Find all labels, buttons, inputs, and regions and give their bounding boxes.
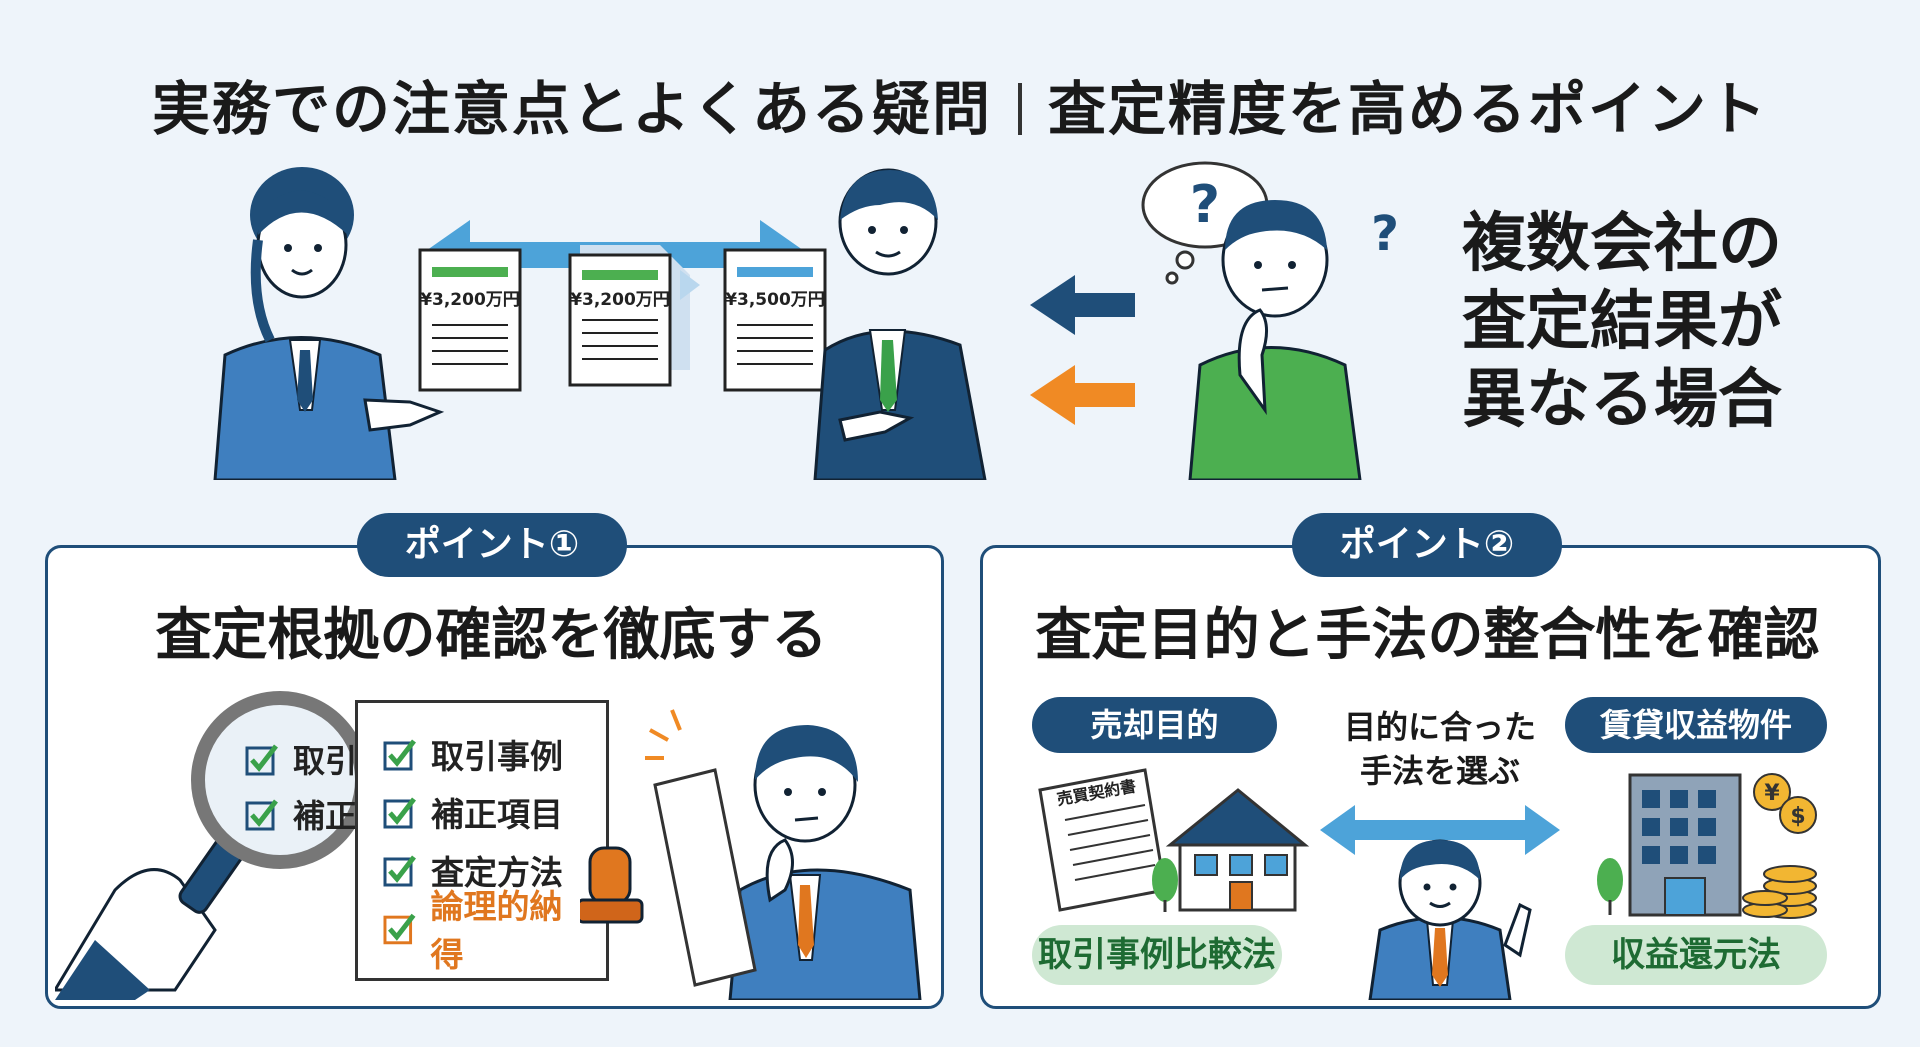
title-right: 査定精度を高めるポイント	[1048, 75, 1769, 143]
checkbox-checked-icon	[245, 799, 278, 831]
arrow-left-orange-icon	[1030, 365, 1135, 425]
scenario-line: 複数会社の	[1462, 207, 1782, 281]
magnifier-illustration	[55, 691, 369, 1000]
point2-pill: ポイント②	[1292, 513, 1562, 577]
arrow-left-navy-icon	[1030, 275, 1135, 335]
checklist-item: 補正項目	[383, 788, 563, 836]
doc2-value: ¥3,200万円	[570, 290, 670, 310]
reviewing-agent-illustration	[580, 709, 922, 1000]
contract-document-icon: 売買契約書	[1038, 768, 1167, 912]
scenario-line: 査定結果が	[1462, 285, 1782, 359]
title-divider	[1018, 83, 1022, 135]
comparison-method-tag: 取引事例比較法	[1032, 925, 1282, 985]
male-agent-illustration	[813, 168, 987, 480]
apartment-building-icon	[1597, 773, 1742, 917]
guide-illustration	[1320, 805, 1560, 1000]
checkbox-checked-icon	[383, 913, 416, 945]
question-mark-icon: ?	[1190, 175, 1220, 235]
female-agent-illustration	[213, 167, 445, 480]
checkbox-checked-icon	[383, 739, 416, 771]
customer-illustration	[1188, 200, 1362, 480]
point1-pill: ポイント①	[357, 513, 627, 577]
stamp-icon	[580, 846, 644, 924]
scenario-caption: 複数会社の 査定結果が 異なる場合	[1462, 205, 1882, 439]
dollar-coin-icon: $	[1790, 804, 1805, 829]
double-arrow-icon	[1320, 805, 1560, 855]
checklist-item-highlight: 論理的納得	[383, 887, 593, 974]
checkbox-checked-icon	[383, 797, 416, 829]
magnified-item: 補正	[245, 790, 357, 838]
point2-heading: 査定目的と手法の整合性を確認	[1035, 603, 1820, 668]
estimate-document-3: ¥3,500万円	[723, 248, 827, 392]
yen-coin-icon: ¥	[1764, 781, 1780, 806]
sale-illustration: 売買契約書	[1038, 768, 1310, 912]
question-mark-icon: ?	[1371, 206, 1399, 262]
hero-illustration: ¥3,200万円 ¥3,200万円 ¥3,500万円	[213, 161, 1399, 480]
method-selection-note: 目的に合った 手法を選ぶ	[1343, 708, 1536, 790]
attention-spark-icon	[645, 709, 682, 760]
checkbox-checked-icon	[383, 855, 416, 887]
magnified-list: 取引 補正	[245, 735, 365, 845]
estimate-document-2: ¥3,200万円	[568, 245, 700, 387]
house-icon	[1152, 788, 1310, 912]
checklist-item: 査定方法	[383, 846, 563, 894]
sale-purpose-tag: 売却目的	[1032, 697, 1277, 753]
checklist: 取引事例 補正項目 査定方法 論理的納得	[383, 730, 593, 974]
scenario-line: 異なる場合	[1462, 363, 1782, 437]
estimate-document-1: ¥3,200万円	[418, 248, 522, 392]
magnified-item: 取引	[245, 735, 357, 783]
coin-stack-icon: ¥ $	[1742, 773, 1817, 919]
point1-heading: 査定根拠の確認を徹底する	[155, 603, 828, 668]
rental-property-tag: 賃貸収益物件	[1565, 697, 1827, 753]
doc3-value: ¥3,500万円	[725, 290, 825, 310]
income-method-tag: 収益還元法	[1565, 925, 1827, 985]
page-title: 実務での注意点とよくある疑問査定精度を高めるポイント	[0, 62, 1920, 146]
checklist-item: 取引事例	[383, 730, 563, 778]
document-icon	[653, 768, 757, 987]
title-left: 実務での注意点とよくある疑問	[151, 75, 992, 143]
rental-illustration: ¥ $	[1597, 773, 1817, 919]
checkbox-checked-icon	[245, 744, 278, 776]
doc1-value: ¥3,200万円	[420, 290, 520, 310]
